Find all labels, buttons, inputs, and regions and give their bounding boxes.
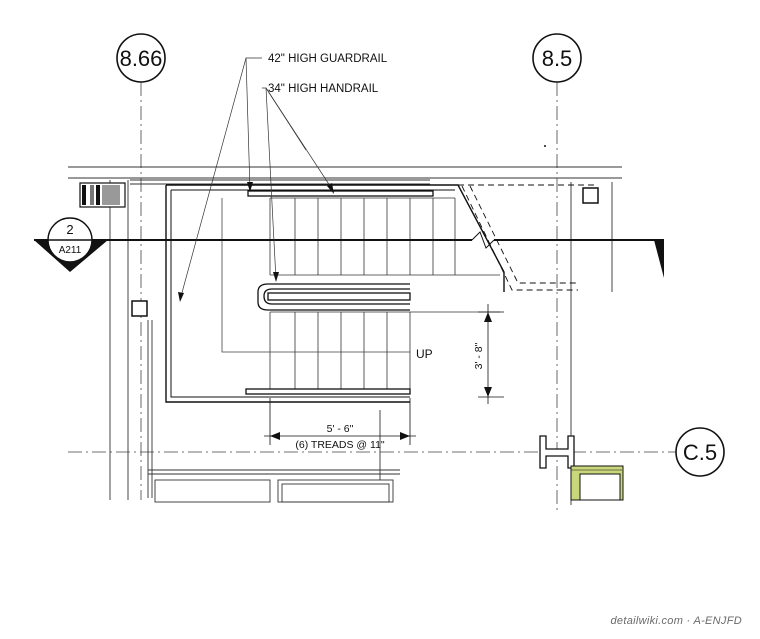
- section-cut: 2 A211: [34, 217, 664, 278]
- corner-hatch: [570, 465, 624, 501]
- section-sheet: A211: [59, 245, 82, 256]
- steel-column: [539, 435, 575, 469]
- direction-label: UP: [416, 347, 433, 361]
- width-dimension-label: 5' - 6": [327, 423, 354, 435]
- grid-bubble-8-5: 8.5: [532, 33, 582, 83]
- grid-lines: [68, 82, 676, 512]
- column-square: [131, 300, 148, 317]
- note-leaders: [179, 57, 335, 301]
- landing-dimension-label: 3' - 8": [473, 342, 485, 369]
- column-square: [582, 187, 599, 204]
- treads-dimension-label: (6) TREADS @ 11": [295, 439, 385, 451]
- section-number: 2: [66, 222, 73, 237]
- lower-flight: [269, 311, 500, 390]
- guardrail-note: 42" HIGH GUARDRAIL: [268, 53, 388, 65]
- grid-bubble-8-66: 8.66: [116, 33, 166, 83]
- grid-bubble-label: 8.66: [120, 46, 163, 71]
- up-arrow-line: [221, 198, 410, 353]
- handrail-note: 34" HIGH HANDRAIL: [268, 83, 379, 95]
- wall-lines: [68, 166, 622, 505]
- grid-bubble-c-5: C.5: [675, 427, 725, 477]
- grid-bubble-label: 8.5: [542, 46, 573, 71]
- width-dimension: [264, 398, 416, 445]
- grid-bubble-label: C.5: [683, 440, 717, 465]
- credit-text: detailwiki.com · A-ENJFD: [611, 615, 742, 627]
- note-leader-arrows: [178, 182, 334, 302]
- stair-enclosure: [165, 184, 598, 403]
- upper-flight: [269, 197, 500, 276]
- handrails: [245, 190, 434, 395]
- wall-hatch-block: [79, 182, 126, 208]
- dimension-arrow: [484, 312, 492, 397]
